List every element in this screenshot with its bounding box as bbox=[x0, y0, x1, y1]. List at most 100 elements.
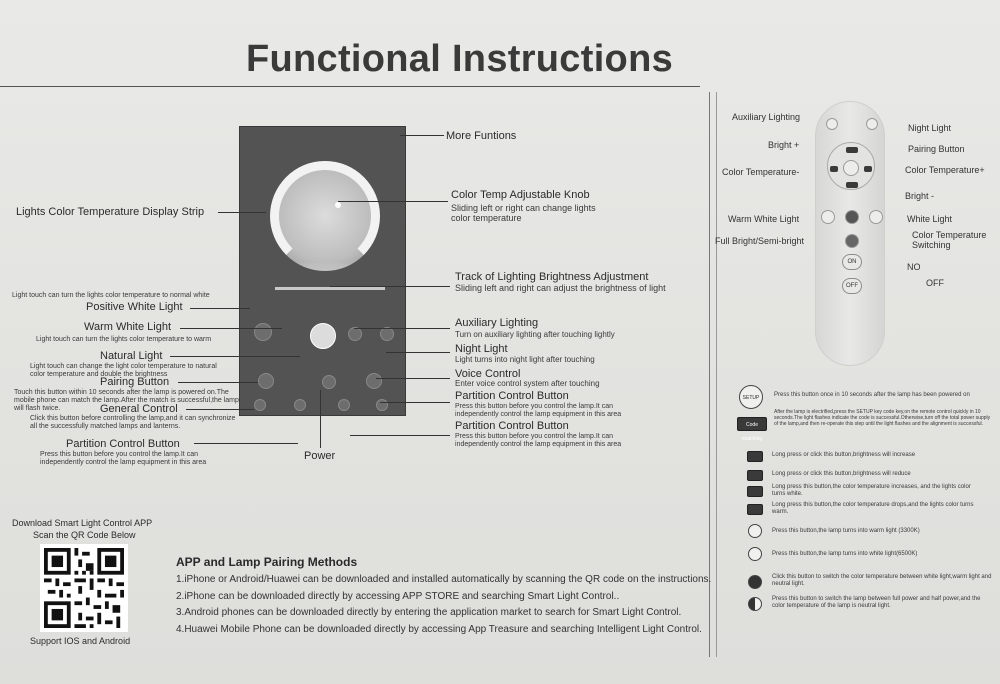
leader-line bbox=[190, 308, 250, 309]
pairing-button bbox=[258, 373, 274, 389]
ct-up-icon bbox=[747, 486, 763, 497]
leader-line bbox=[386, 352, 450, 353]
legend-switch: Click this button to switch the color te… bbox=[772, 574, 992, 587]
voice-button bbox=[366, 373, 382, 389]
general-button bbox=[254, 399, 266, 411]
remote-aux-button bbox=[826, 118, 838, 130]
remote-label-white: White Light bbox=[907, 214, 953, 224]
auxiliary-button bbox=[348, 327, 362, 341]
legend-setup: Press this button once in 10 seconds aft… bbox=[774, 392, 970, 398]
label-partition-2: Partition Control Button bbox=[455, 420, 569, 432]
remote-half-button bbox=[845, 234, 859, 248]
remote-label-pairing: Pairing Button bbox=[908, 144, 965, 154]
remote-label-ct-minus: Color Temperature- bbox=[722, 167, 800, 177]
label-pairing: Pairing Button bbox=[100, 376, 170, 388]
partition-button bbox=[376, 399, 388, 411]
leader-line bbox=[170, 356, 300, 357]
legend-warm: Press this button,the lamp turns into wa… bbox=[772, 528, 920, 534]
remote-switch-button bbox=[845, 210, 859, 224]
remote-ct-minus bbox=[830, 166, 838, 172]
switch-icon bbox=[748, 575, 762, 589]
leader-line bbox=[218, 212, 266, 213]
partition-button bbox=[294, 399, 306, 411]
label-knob: Color Temp Adjustable Knob bbox=[451, 189, 590, 201]
natural-light-button bbox=[310, 323, 336, 349]
desc-voice: Enter voice control system after touchin… bbox=[455, 379, 600, 388]
remote-label-no: NO bbox=[907, 262, 921, 272]
divider bbox=[716, 92, 717, 657]
remote-label-bright-plus: Bright + bbox=[768, 140, 800, 150]
remote-white-button bbox=[869, 210, 883, 224]
label-natural: Natural Light bbox=[100, 350, 163, 362]
leader-line bbox=[186, 409, 254, 410]
desc-pairing: Touch this button within 10 seconds afte… bbox=[14, 389, 239, 412]
legend-ct-up: Long press this button,the color tempera… bbox=[772, 484, 971, 497]
leader-line bbox=[180, 328, 282, 329]
desc-partition-1: Press this button before you control the… bbox=[455, 403, 622, 418]
label-partition-1: Partition Control Button bbox=[455, 390, 569, 402]
pairing-method-item: 4.Huawei Mobile Phone can be downloaded … bbox=[176, 624, 702, 635]
remote-label-off: OFF bbox=[926, 278, 944, 288]
remote-label-bright-minus: Bright - bbox=[905, 191, 935, 201]
setup-icon: SETUP bbox=[739, 385, 763, 409]
leader-line bbox=[350, 435, 450, 436]
remote-label-night: Night Light bbox=[908, 123, 952, 133]
label-aux: Auxiliary Lighting bbox=[455, 317, 539, 329]
remote-label-aux: Auxiliary Lighting bbox=[732, 112, 801, 122]
desc-general: Click this button before controlling the… bbox=[30, 415, 236, 430]
remote-on-button: ON bbox=[842, 254, 862, 270]
pairing-method-item: 3.Android phones can be downloaded direc… bbox=[176, 607, 682, 618]
night-light-button bbox=[380, 327, 394, 341]
desc-track: Sliding left and right can adjust the br… bbox=[455, 283, 666, 293]
remote-control-illustration: ON OFF bbox=[815, 101, 885, 366]
code-matching-icon: Code matching bbox=[737, 417, 767, 442]
power-button bbox=[322, 375, 336, 389]
legend-bright-down: Long press or click this button,brightne… bbox=[772, 471, 911, 477]
ct-down-icon bbox=[747, 504, 763, 515]
leader-line bbox=[354, 328, 450, 329]
warm-light-icon bbox=[748, 524, 762, 538]
positive-white-button bbox=[254, 323, 272, 341]
remote-warm-button bbox=[821, 210, 835, 224]
label-power: Power bbox=[304, 450, 336, 462]
label-more-functions: More Funtions bbox=[446, 130, 517, 142]
label-positive-white: Positive White Light bbox=[86, 301, 183, 313]
leader-line bbox=[380, 402, 450, 403]
desc-natural: Light touch can change the light color t… bbox=[30, 363, 217, 378]
leader-line bbox=[330, 286, 450, 287]
page-title: Functional Instructions bbox=[246, 38, 674, 80]
pairing-method-item: 2.iPhone can be downloaded directly by a… bbox=[176, 591, 620, 602]
legend-code: After the lamp is electrified,press the … bbox=[774, 409, 991, 427]
leader-line bbox=[338, 201, 448, 202]
desc-aux: Turn on auxiliary lighting after touchin… bbox=[455, 330, 615, 339]
remote-bright-plus bbox=[846, 147, 858, 153]
brightness-track bbox=[275, 287, 385, 290]
label-general: General Control bbox=[100, 403, 178, 415]
desc-warm: Light touch can turn the lights color te… bbox=[36, 336, 212, 343]
leader-line bbox=[400, 135, 444, 136]
remote-setup-button bbox=[843, 160, 859, 176]
remote-label-full: Full Bright/Semi-bright bbox=[715, 236, 805, 246]
qr-code-graphic bbox=[44, 548, 124, 628]
remote-ct-plus bbox=[864, 166, 872, 172]
leader-line bbox=[376, 378, 450, 379]
leader-line bbox=[320, 390, 321, 448]
remote-label-switch: Color Temperature Switching bbox=[912, 230, 987, 250]
color-temp-knob bbox=[270, 161, 380, 271]
remote-label-warm: Warm White Light bbox=[728, 214, 800, 224]
remote-night-button bbox=[866, 118, 878, 130]
brightness-up-icon bbox=[747, 451, 763, 462]
qr-subheading: Scan the QR Code Below bbox=[33, 530, 136, 540]
label-voice: Voice Control bbox=[455, 368, 521, 380]
label-track: Track of Lighting Brightness Adjustment bbox=[455, 271, 649, 283]
brightness-down-icon bbox=[747, 470, 763, 481]
qr-code bbox=[40, 544, 128, 632]
divider bbox=[0, 86, 700, 87]
desc-partition-left: Press this button before you control the… bbox=[40, 451, 207, 466]
legend-half: Press this button to switch the lamp bet… bbox=[772, 596, 981, 609]
leader-line bbox=[194, 443, 298, 444]
remote-off-button: OFF bbox=[842, 278, 862, 294]
qr-heading: Download Smart Light Control APP bbox=[12, 518, 153, 528]
leader-line bbox=[178, 382, 258, 383]
